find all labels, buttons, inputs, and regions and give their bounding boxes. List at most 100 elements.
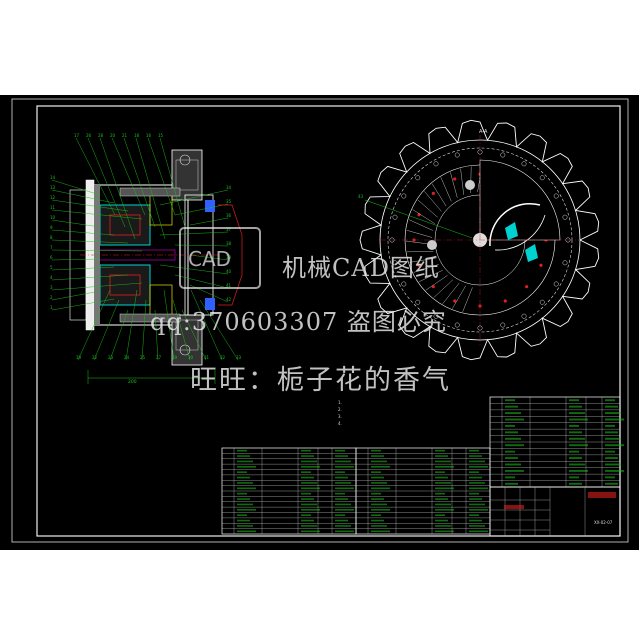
leader-line (75, 137, 116, 216)
bolt-hole (454, 152, 460, 158)
spoke (431, 183, 447, 207)
leader-line (77, 289, 111, 361)
leader-bottom-label: 22 (92, 355, 98, 360)
section-view (69, 149, 220, 384)
leader-line (154, 309, 159, 361)
leader-line (125, 289, 138, 361)
bom-table-1 (221, 447, 357, 535)
leader-top-label: 26 (86, 133, 92, 138)
leader-line (189, 254, 229, 261)
cad-logo: CAD (179, 227, 261, 289)
inner-frame (36, 105, 621, 537)
bolt-hole (415, 299, 421, 305)
leader-left-label: 8 (50, 235, 53, 240)
drawing-number: XX-02-07 (594, 520, 613, 525)
leader-line (51, 258, 101, 261)
bolt-hole (500, 322, 506, 328)
sprocket-teeth (359, 119, 600, 361)
spoke (462, 287, 473, 313)
leader-bottom-label: 27 (156, 355, 162, 360)
leader-line (51, 298, 115, 311)
leader-line (109, 309, 129, 361)
inner-hole (525, 285, 529, 289)
leader-bottom-label: 25 (140, 355, 146, 360)
leader-line (172, 299, 191, 361)
bolt-hole (521, 161, 527, 167)
bolt-hole (553, 193, 559, 199)
leader-top-label: 18 (134, 133, 140, 138)
leader-top-label: 20 (110, 133, 116, 138)
leader-line (159, 231, 229, 236)
bolt-hole (392, 260, 398, 266)
leader-line (190, 289, 223, 361)
inner-hole (453, 299, 457, 303)
leader-line (87, 137, 126, 228)
leader-top-label: 15 (158, 133, 164, 138)
leader-left-label: 10 (50, 215, 56, 220)
sprocket-view (359, 119, 600, 361)
leader-line (51, 219, 101, 228)
leader-right-label: 34 (226, 185, 232, 190)
leader-line (51, 199, 129, 212)
leader-line (111, 137, 146, 216)
leader-right-label: 39 (226, 255, 232, 260)
leader-lines (51, 137, 239, 361)
leader-line (159, 264, 229, 275)
leader-bottom-label: 33 (236, 355, 242, 360)
spoke (409, 257, 436, 263)
leader-line (159, 189, 229, 206)
title-block (489, 486, 621, 537)
bolt-hole (392, 214, 398, 220)
leader-left-label: 13 (50, 185, 56, 190)
leader-bottom-label: 29 (172, 355, 178, 360)
inner-hole (417, 263, 421, 267)
leader-left-label: 1 (50, 305, 53, 310)
leader-line (123, 137, 156, 228)
inner-hole (431, 191, 435, 195)
leader-line (51, 266, 115, 271)
leader-right-label: 35 (226, 199, 232, 204)
leader-line (189, 217, 229, 226)
leader-line (51, 274, 129, 281)
leader-line (51, 282, 143, 291)
leader-right-label: 37 (226, 227, 232, 232)
bom-table-2 (355, 447, 491, 535)
leader-left-label: 12 (50, 195, 56, 200)
leader-right-label: 41 (226, 283, 232, 288)
leader-bottom-label: 31 (204, 355, 210, 360)
bom-table-3 (489, 396, 624, 488)
bolt-hole (562, 260, 568, 266)
sprocket-leader-label: 43 (358, 194, 364, 199)
watermark-owner: 旺旺：栀子花的香气 (190, 365, 451, 396)
bolt-hole (553, 281, 559, 287)
bolt-hole (433, 161, 439, 167)
leader-line (51, 229, 115, 236)
leader-right-label: 38 (226, 241, 232, 246)
spoke (408, 219, 434, 231)
bolt-hole (415, 175, 421, 181)
spoke (433, 279, 454, 298)
leader-line (93, 299, 120, 361)
leader-line (51, 239, 129, 244)
spoke (406, 229, 433, 238)
leader-top-label: 16 (146, 133, 152, 138)
leader-left-label: 7 (50, 245, 53, 250)
break-line (218, 204, 243, 306)
tech-note: 3. (338, 414, 342, 419)
spoke (413, 264, 439, 273)
inner-hole (539, 263, 543, 267)
bolt-hole (401, 193, 407, 199)
leader-left-label: 3 (50, 285, 53, 290)
bill-of-materials (221, 396, 624, 535)
leader-line (174, 203, 229, 216)
leader-line (51, 290, 101, 301)
leader-right-label: 40 (226, 269, 232, 274)
tech-note: 1. (338, 400, 342, 405)
tech-note: 2. (338, 407, 342, 412)
leader-line (159, 137, 186, 228)
leader-left-label: 5 (50, 265, 53, 270)
leader-line (147, 137, 176, 216)
spoke (440, 177, 452, 202)
leader-top-label: 17 (74, 133, 80, 138)
